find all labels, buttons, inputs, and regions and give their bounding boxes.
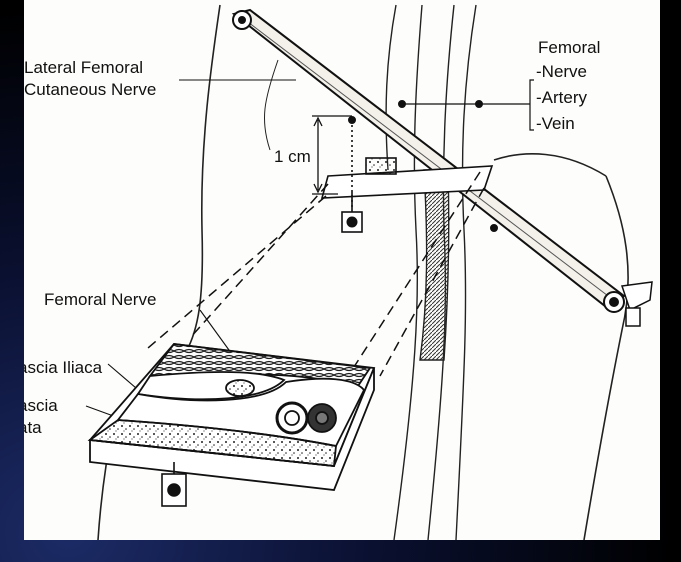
label-femoral-heading: Femoral xyxy=(538,38,600,58)
label-femoral-vein-item: -Vein xyxy=(536,114,575,134)
cross-section-slab xyxy=(90,344,374,490)
label-fascia-lata-line2: ata xyxy=(24,418,42,438)
label-femoral-artery-item: -Artery xyxy=(536,88,587,108)
label-distance: 1 cm xyxy=(274,147,311,167)
label-lateral-femoral-line2: Cutaneous Nerve xyxy=(24,80,156,100)
label-fascia-lata-line1: ascia xyxy=(24,396,58,416)
label-fascia-iliaca: ascia Iliaca xyxy=(24,358,102,378)
label-femoral-nerve: Femoral Nerve xyxy=(44,290,156,310)
femoral-bracket xyxy=(402,80,534,130)
illustration-panel: Lateral Femoral Cutaneous Nerve Femoral … xyxy=(24,0,660,540)
label-lateral-femoral-line1: Lateral Femoral xyxy=(24,58,143,78)
label-femoral-nerve-item: -Nerve xyxy=(536,62,587,82)
